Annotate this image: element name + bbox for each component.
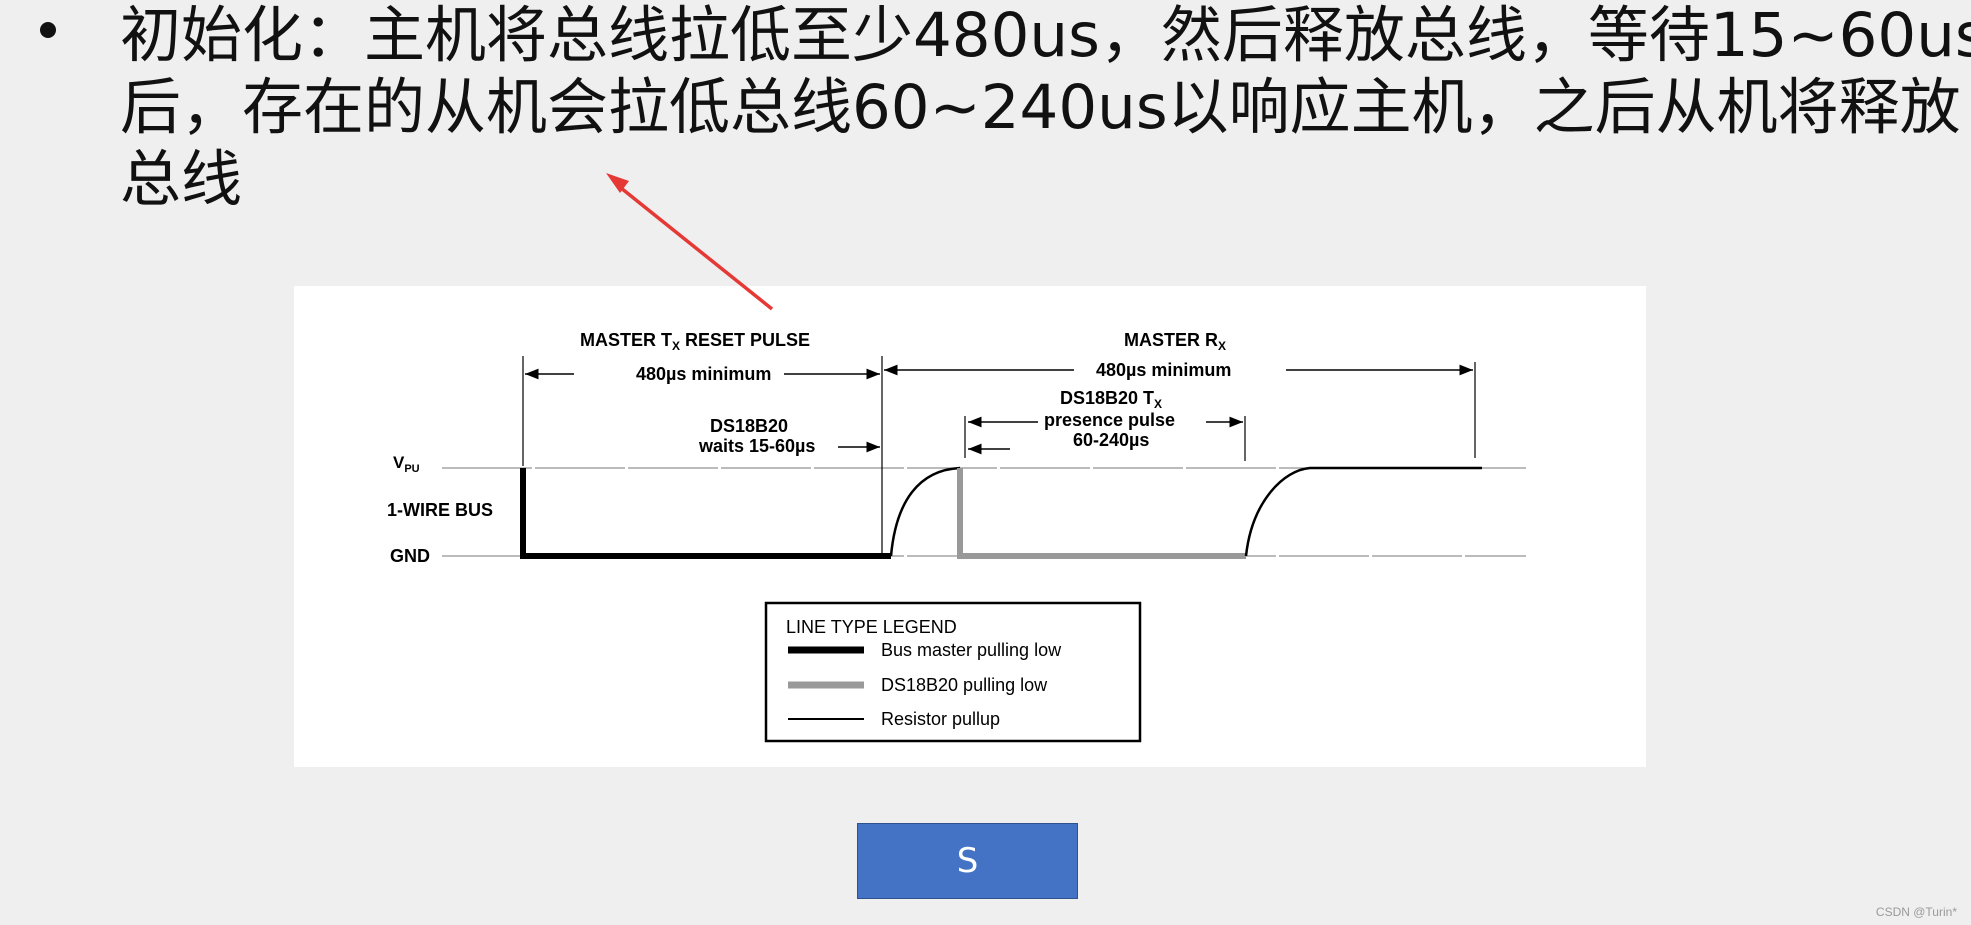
timing-diagram-figure: VPU 1-WIRE BUS GND MASTER TX RESET PULSE…	[294, 286, 1646, 767]
gnd-label: GND	[390, 546, 430, 566]
master-rx-duration: 480µs minimum	[1096, 360, 1231, 380]
presence-label-line-3: 60-240µs	[1073, 430, 1149, 450]
description-line-3: 总线	[120, 144, 243, 215]
bus-label: 1-WIRE BUS	[387, 500, 493, 520]
pullup-rise-1	[889, 466, 961, 557]
ds18b20-presence-waveform	[957, 468, 1246, 559]
master-tx-duration: 480µs minimum	[636, 364, 771, 384]
vpu-label: VPU	[393, 453, 420, 475]
pullup-rise-2	[1244, 466, 1482, 557]
legend-item-master: Bus master pulling low	[881, 640, 1062, 660]
description-paragraph: 初始化：主机将总线拉低至少480us，然后释放总线，等待15~60us 后，存在…	[120, 0, 1971, 216]
wait-label-line-2: waits 15-60µs	[698, 436, 815, 456]
master-tx-label: MASTER TX RESET PULSE	[580, 330, 810, 353]
description-line-1: 初始化：主机将总线拉低至少480us，然后释放总线，等待15~60us	[120, 0, 1971, 71]
legend-item-ds18b20: DS18B20 pulling low	[881, 675, 1048, 695]
master-rx-label: MASTER RX	[1124, 330, 1226, 353]
bullet-point	[40, 22, 56, 38]
legend-title: LINE TYPE LEGEND	[786, 617, 957, 637]
presence-label-line-2: presence pulse	[1044, 410, 1175, 430]
master-pulldown-waveform	[520, 468, 891, 559]
watermark: CSDN @Turin*	[1875, 905, 1957, 919]
timing-diagram: VPU 1-WIRE BUS GND MASTER TX RESET PULSE…	[387, 330, 1526, 743]
legend-item-pullup: Resistor pullup	[881, 709, 1000, 729]
description-line-2: 后，存在的从机会拉低总线60~240us以响应主机，之后从机将释放	[120, 72, 1961, 143]
s-button[interactable]: S	[857, 823, 1078, 899]
wait-label-line-1: DS18B20	[710, 416, 788, 436]
line-type-legend: LINE TYPE LEGEND Bus master pulling low …	[764, 601, 1142, 743]
presence-label-line-1: DS18B20 TX	[1060, 388, 1162, 411]
